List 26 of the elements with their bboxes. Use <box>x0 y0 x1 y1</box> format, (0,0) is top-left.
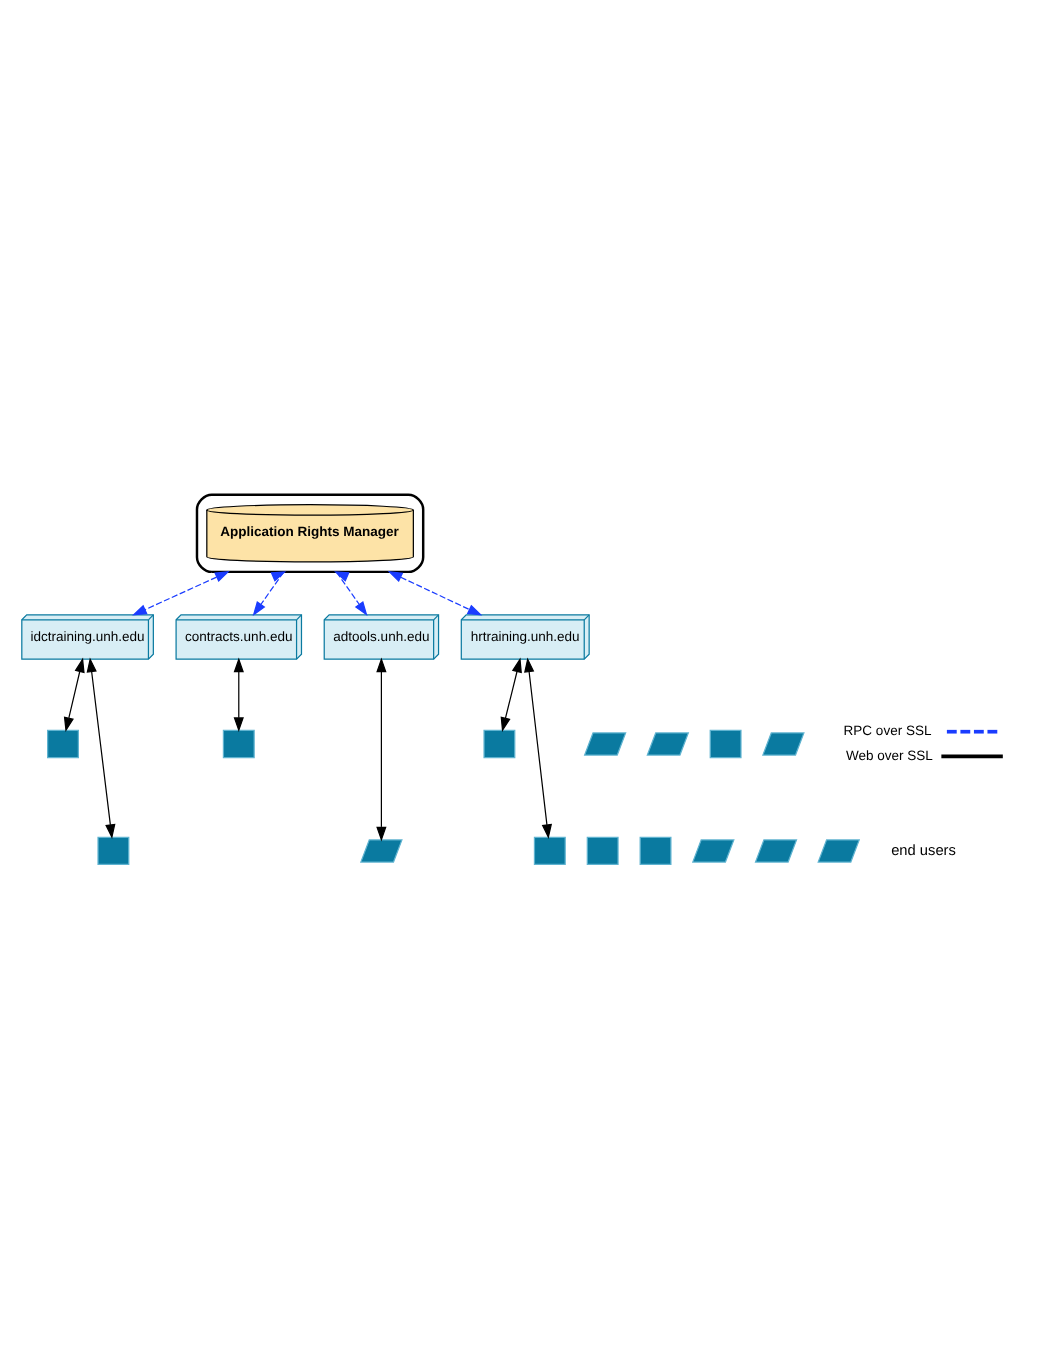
node-computer <box>483 728 516 758</box>
node-computer <box>222 728 255 758</box>
arrow <box>500 656 522 731</box>
arrow <box>233 656 244 732</box>
arrow <box>376 656 387 841</box>
arrow <box>334 570 368 616</box>
node-laptop <box>583 731 627 755</box>
node-computer <box>639 835 672 865</box>
arrow <box>132 570 230 615</box>
cluster <box>195 492 425 573</box>
node-computer <box>97 835 130 865</box>
node-laptop <box>817 838 861 862</box>
arrow <box>252 570 287 616</box>
node-computer <box>533 835 566 865</box>
node-computer <box>586 835 619 865</box>
node-laptop <box>646 731 690 755</box>
arrow <box>387 570 483 615</box>
node-laptop <box>691 838 735 862</box>
node-laptop <box>754 838 798 862</box>
node-laptop <box>360 838 403 862</box>
node-computer <box>47 728 79 758</box>
arrow <box>86 656 116 839</box>
arrow <box>524 656 552 839</box>
arrow <box>63 656 85 731</box>
node-computer <box>709 728 742 758</box>
node-laptop <box>762 731 805 755</box>
